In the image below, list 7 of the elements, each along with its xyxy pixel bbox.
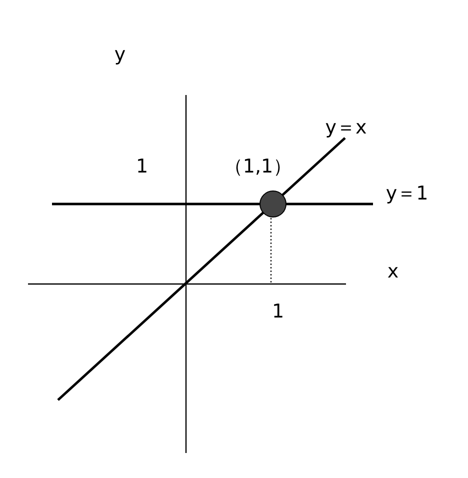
tick-label: 1 bbox=[136, 158, 148, 176]
tick-label: 1 bbox=[272, 302, 284, 322]
axis-label: y bbox=[114, 46, 126, 64]
point-label: （1,1） bbox=[224, 158, 292, 176]
axis-label: x bbox=[387, 262, 399, 282]
line-label: y＝x bbox=[325, 118, 367, 138]
line-label: y＝1 bbox=[386, 184, 428, 204]
